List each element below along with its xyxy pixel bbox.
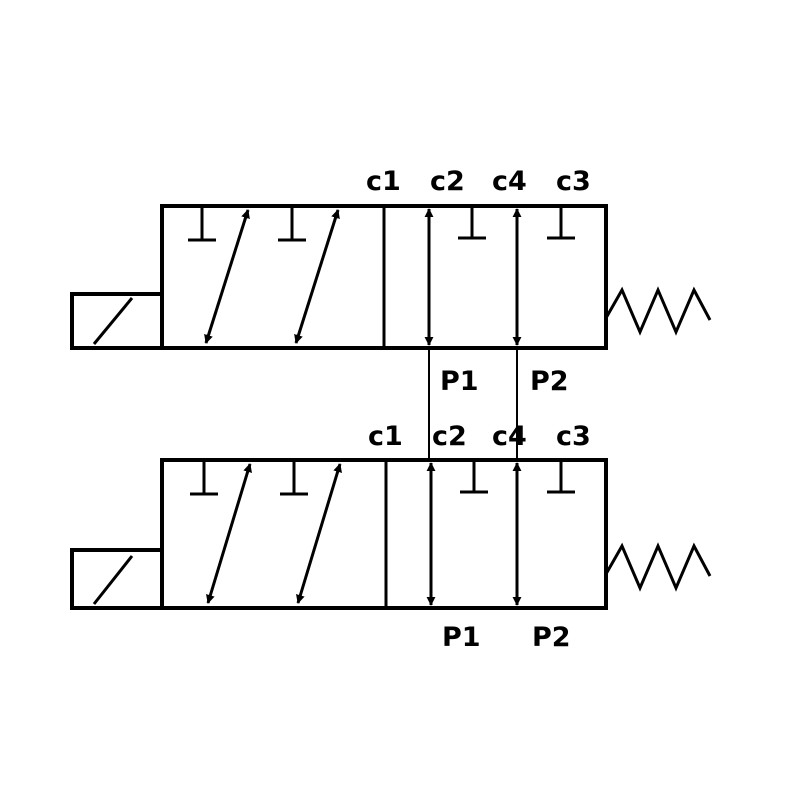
port-label-c3: c3 [556, 166, 591, 197]
port-label-c1: c1 [368, 421, 403, 452]
blocked-port-icon [547, 460, 575, 494]
solenoid-icon [70, 292, 164, 350]
port-label-c3: c3 [556, 421, 591, 452]
blocked-port-icon [278, 206, 306, 242]
flow-arrow-diagonal [294, 209, 340, 344]
port-label-p2: P2 [530, 366, 569, 397]
blocked-port-icon [460, 460, 488, 494]
flow-arrow-diagonal [204, 209, 250, 344]
blocked-port-icon [188, 206, 216, 242]
port-label-c4: c4 [492, 421, 527, 452]
spring-icon [604, 286, 712, 336]
solenoid-icon [70, 548, 164, 610]
port-label-p1: P1 [440, 366, 479, 397]
port-label-c2: c2 [432, 421, 467, 452]
port-label-c4: c4 [492, 166, 527, 197]
port-label-p2: P2 [532, 622, 571, 653]
flow-arrow-diagonal [296, 463, 342, 604]
flow-arrow-diagonal [206, 463, 252, 604]
blocked-port-icon [547, 206, 575, 240]
port-label-c2: c2 [430, 166, 465, 197]
valve-bottom: c1 c2 c4 c3 P1 P2 [70, 421, 712, 653]
port-label-p1: P1 [442, 622, 481, 653]
blocked-port-icon [190, 460, 218, 496]
blocked-port-icon [458, 206, 486, 240]
blocked-port-icon [280, 460, 308, 496]
valve-top: c1 c2 c4 c3 P1 P2 [70, 166, 712, 397]
port-label-c1: c1 [366, 166, 401, 197]
spring-icon [604, 542, 712, 592]
